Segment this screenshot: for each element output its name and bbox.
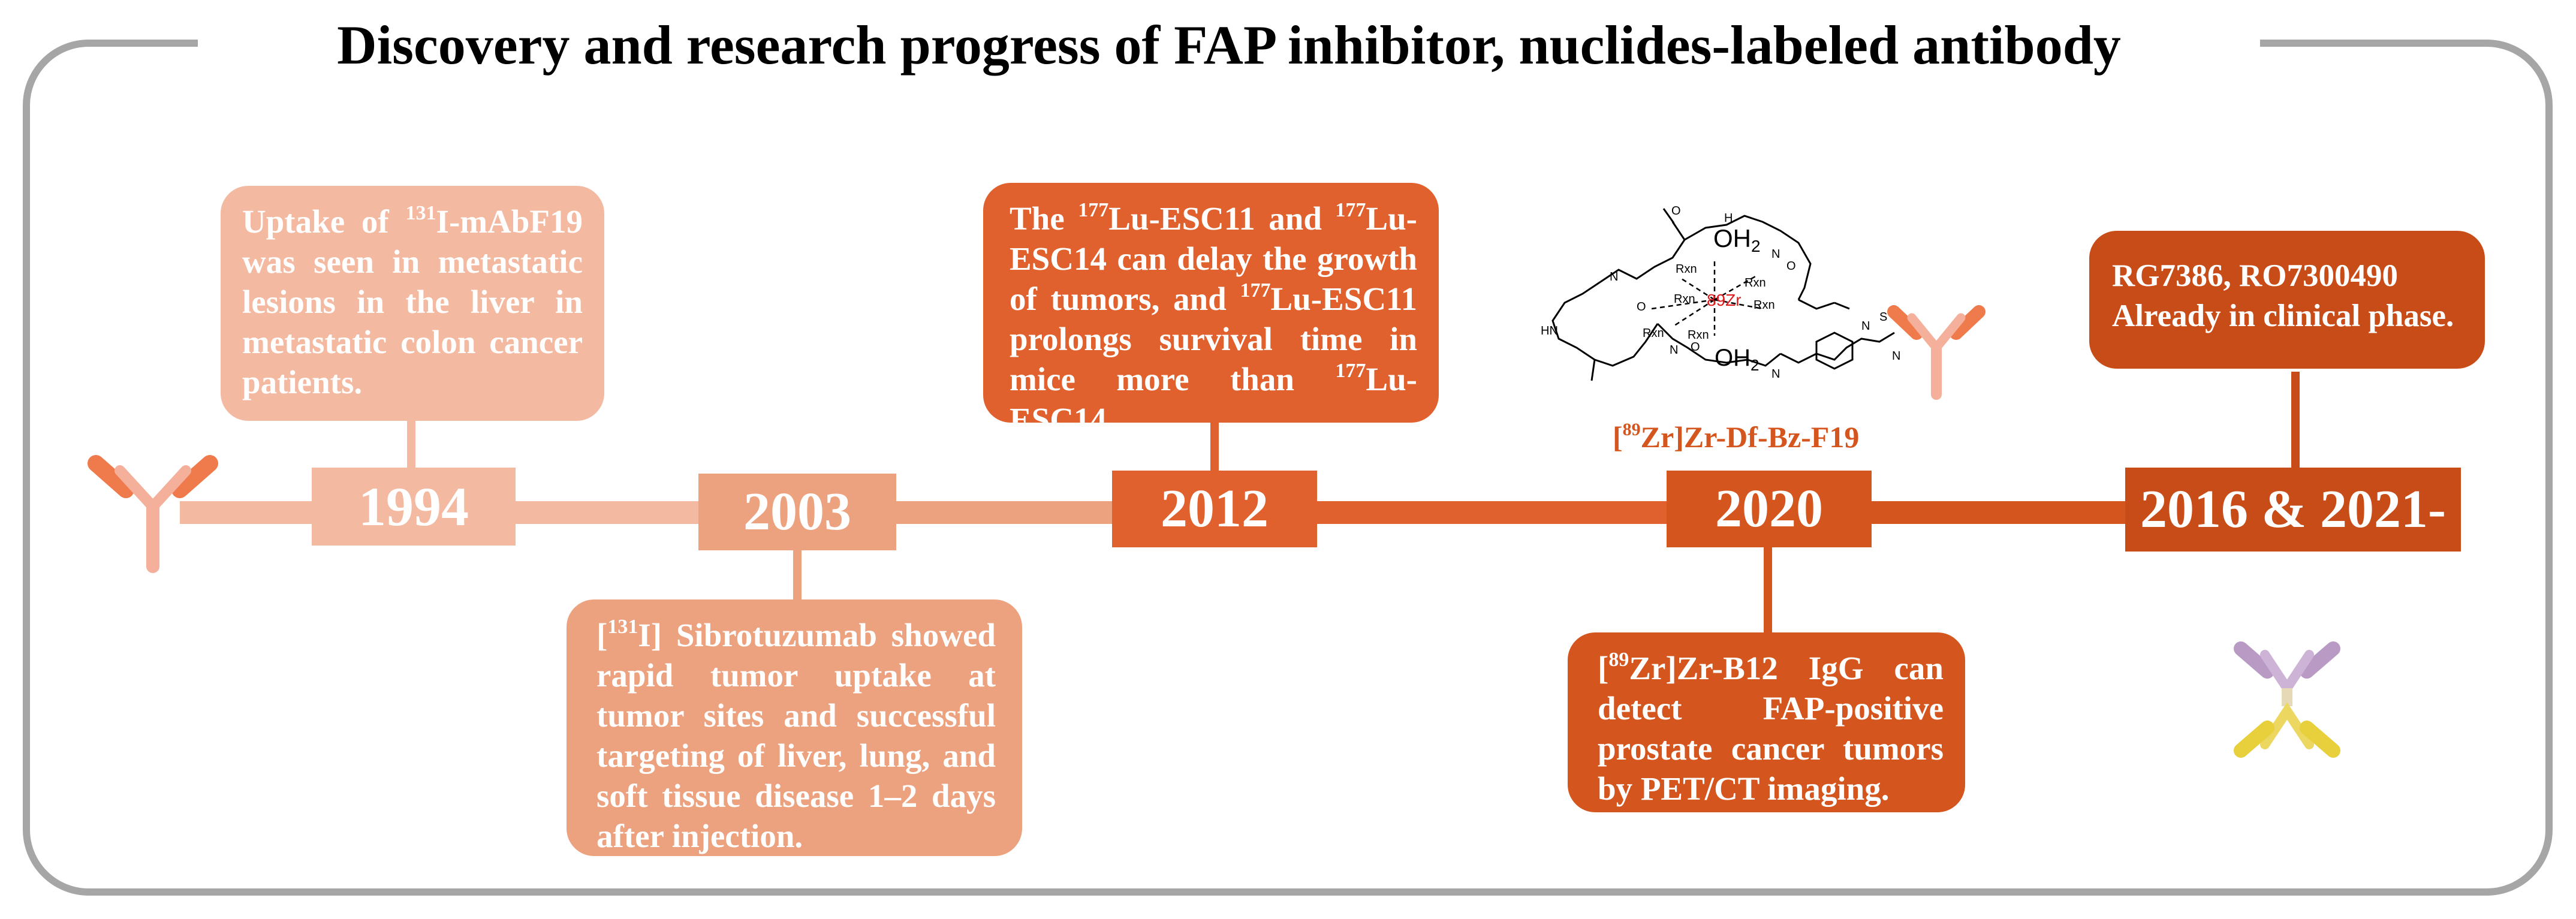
antibody-icon-orange-left <box>88 455 218 573</box>
atom-label-n-bottom: N <box>1670 344 1678 357</box>
structure-caption: [89Zr]Zr-Df-Bz-F19 <box>1613 420 1860 454</box>
atom-label-nh-3: N <box>1892 349 1900 363</box>
bispecific-antibody-icon <box>2234 641 2340 758</box>
atom-label-h: H <box>1724 212 1733 225</box>
connector-2012 <box>1210 417 1219 474</box>
atom-label-s: S <box>1879 311 1887 324</box>
connector-2003 <box>793 540 802 605</box>
atom-label-o-left: O <box>1637 300 1646 314</box>
atom-label-o-right: O <box>1786 260 1796 273</box>
year-label-2016-2021: 2016 & 2021- <box>2125 468 2461 552</box>
atom-label-oh2-top: OH2 <box>1713 224 1761 255</box>
year-label-2020: 2020 <box>1667 471 1872 547</box>
atom-label-nh-2: N <box>1861 320 1870 333</box>
page-title: Discovery and research progress of FAP i… <box>198 0 2260 90</box>
connector-2016 <box>2291 372 2300 474</box>
atom-label-rxn-4: Rxn <box>1754 299 1775 312</box>
year-label-2012: 2012 <box>1112 471 1317 547</box>
atom-label-rxn-6: Rxn <box>1688 329 1709 342</box>
atom-label-o-bottom: O <box>1691 341 1700 354</box>
atom-label-rxn-1: Rxn <box>1676 263 1697 276</box>
year-label-1994: 1994 <box>312 468 516 546</box>
atom-label-rxn-3: Rxn <box>1674 293 1695 306</box>
event-box-2016-2021: RG7386, RO7300490 Already in clinical ph… <box>2089 231 2485 369</box>
atom-label-n-right: N <box>1771 248 1780 261</box>
atom-label-hn: HN <box>1541 324 1558 338</box>
antibody-icon-orange-structure <box>1887 305 1986 400</box>
atom-label-oh2-bottom: OH2 <box>1715 345 1759 374</box>
event-box-2012: The 177Lu-ESC11 and 177Lu-ESC14 can dela… <box>983 183 1439 438</box>
connector-2020 <box>1764 547 1772 634</box>
chemical-structure: O H OH2 N Rxn N O Rxn O Rxn Rxn HN Rxn R… <box>1541 204 1900 381</box>
event-box-2003: [131I] Sibrotuzumab showed rapid tumor u… <box>567 599 1022 856</box>
event-box-1994: Uptake of 131I-mAbF19 was seen in metast… <box>221 186 604 421</box>
connector-1994 <box>407 414 415 471</box>
atom-label-o: O <box>1671 204 1681 218</box>
atom-label-rxn-2: Rxn <box>1745 276 1766 290</box>
event-box-2020: [89Zr]Zr-B12 IgG can detect FAP-positive… <box>1568 632 1965 812</box>
atom-label-n-left: N <box>1610 270 1618 284</box>
atom-label-rxn-5: Rxn <box>1643 327 1664 340</box>
zr-metal-center: 89Zr <box>1707 291 1742 309</box>
atom-label-nh-1: N <box>1771 367 1780 381</box>
year-label-2003: 2003 <box>698 474 896 550</box>
